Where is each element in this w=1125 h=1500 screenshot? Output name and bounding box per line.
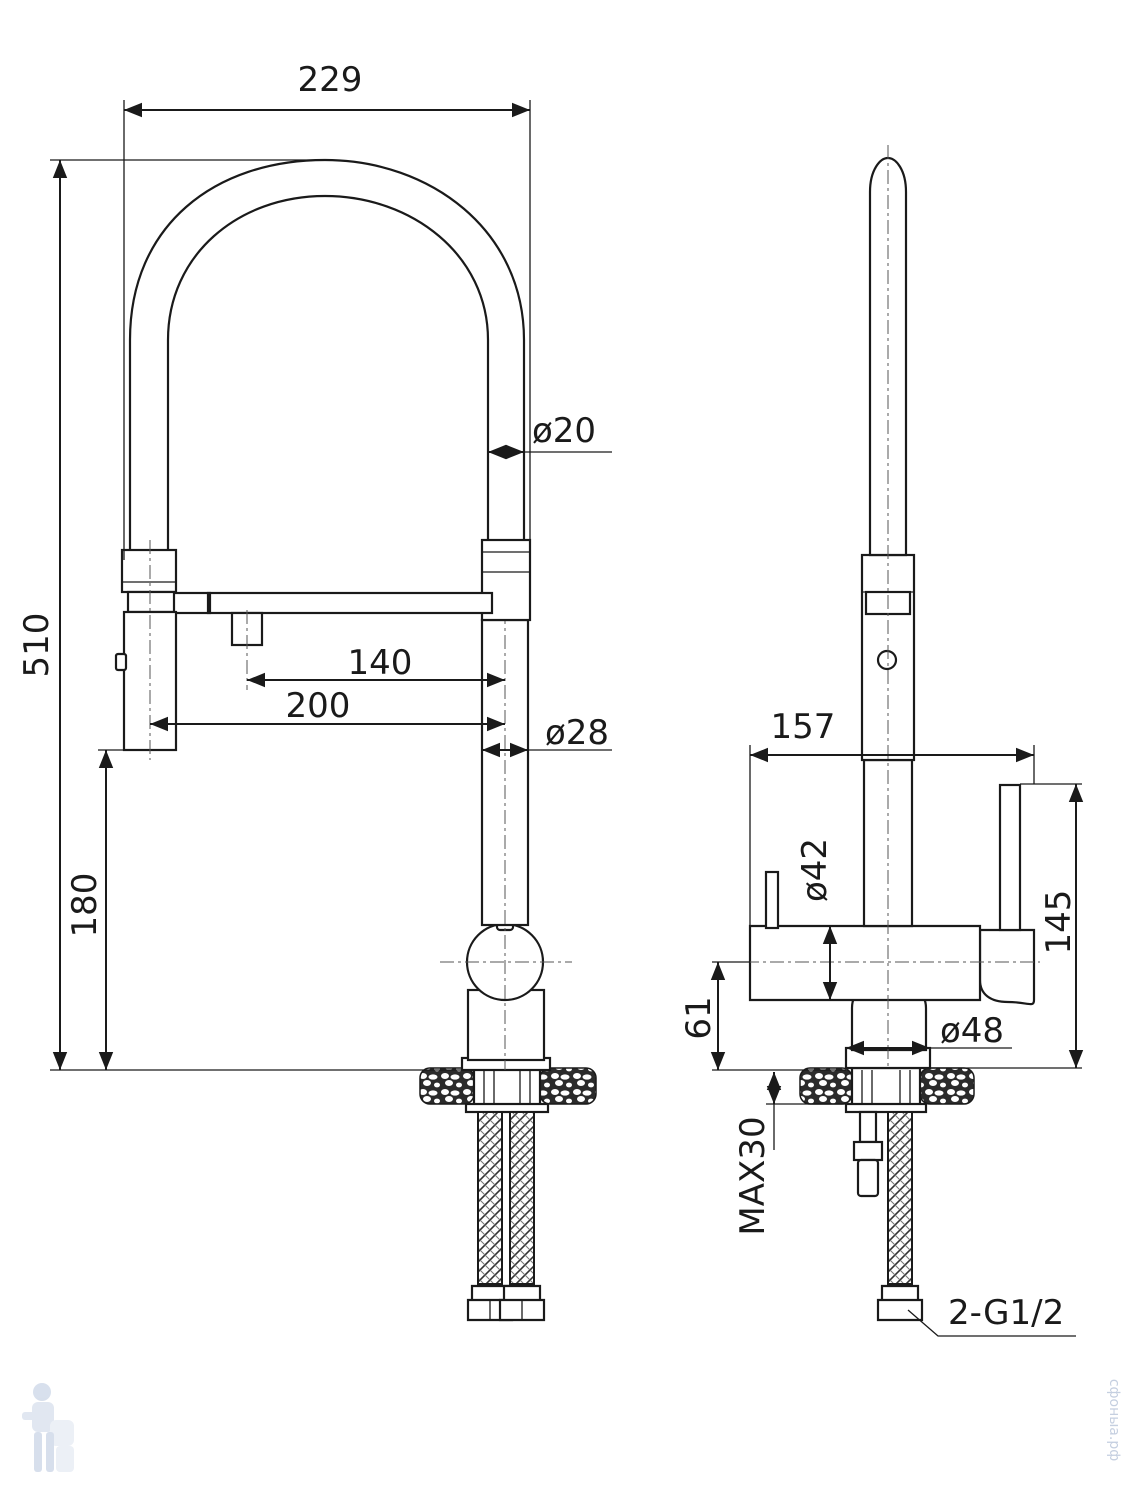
front-width-label: 229 [298,60,363,100]
side-hose [887,1111,913,1285]
plumber-mascot-icon [22,1383,74,1472]
front-height-label: 510 [17,613,57,678]
side-connection-label: 2-G1/2 [948,1293,1064,1333]
front-mounting-washer [464,1102,550,1114]
front-view: 229 510 180 ø20 ø28 140 200 [17,60,612,1322]
front-outlet-height-label: 180 [65,873,105,938]
front-spray-button [114,652,128,672]
side-stud [858,1110,878,1144]
side-deck-stone-right [919,1067,975,1105]
front-reach-label: 140 [348,643,413,683]
side-mounting-washer [844,1102,928,1114]
side-base-diameter-label: ø48 [940,1011,1004,1051]
watermark-text: сфоныа.рф [1106,1379,1122,1461]
front-deck-stone-left [419,1067,475,1105]
front-spout-arch [128,158,526,554]
front-spray-head [122,610,178,752]
side-stud-connector [856,1158,880,1198]
front-hose-left [477,1111,503,1285]
side-lever-stem [998,783,1022,932]
front-outlet-reach-label: 200 [286,686,351,726]
front-deck-stone-right [539,1067,597,1105]
side-spray-button [876,649,898,671]
side-lever-handle [978,928,1036,1006]
side-stud-nut [852,1140,884,1162]
side-deck-stone-left [799,1067,853,1105]
front-spout-diameter-label: ø20 [532,411,596,451]
front-body [466,988,546,1062]
front-holder-clip [206,591,212,615]
side-height-label: 145 [1039,890,1079,955]
front-hose-right [509,1111,535,1285]
side-hose-nut [876,1284,924,1322]
side-handle-diameter-label: ø42 [795,838,835,902]
front-left-collar [120,548,178,594]
side-depth-label: 157 [771,707,836,747]
side-mounting-nut [850,1066,922,1108]
side-base-height-label: 61 [679,996,719,1039]
side-main-body [748,924,982,1002]
front-holder-bar [170,591,494,615]
side-view: 157 145 ø42 ø48 61 MAX30 2-G1/2 [679,145,1084,1337]
front-spray-ring [126,590,176,614]
side-deck-thickness-label: MAX30 [733,1116,773,1235]
side-cartridge-cap [764,870,780,930]
front-body-diameter-label: ø28 [545,713,609,753]
